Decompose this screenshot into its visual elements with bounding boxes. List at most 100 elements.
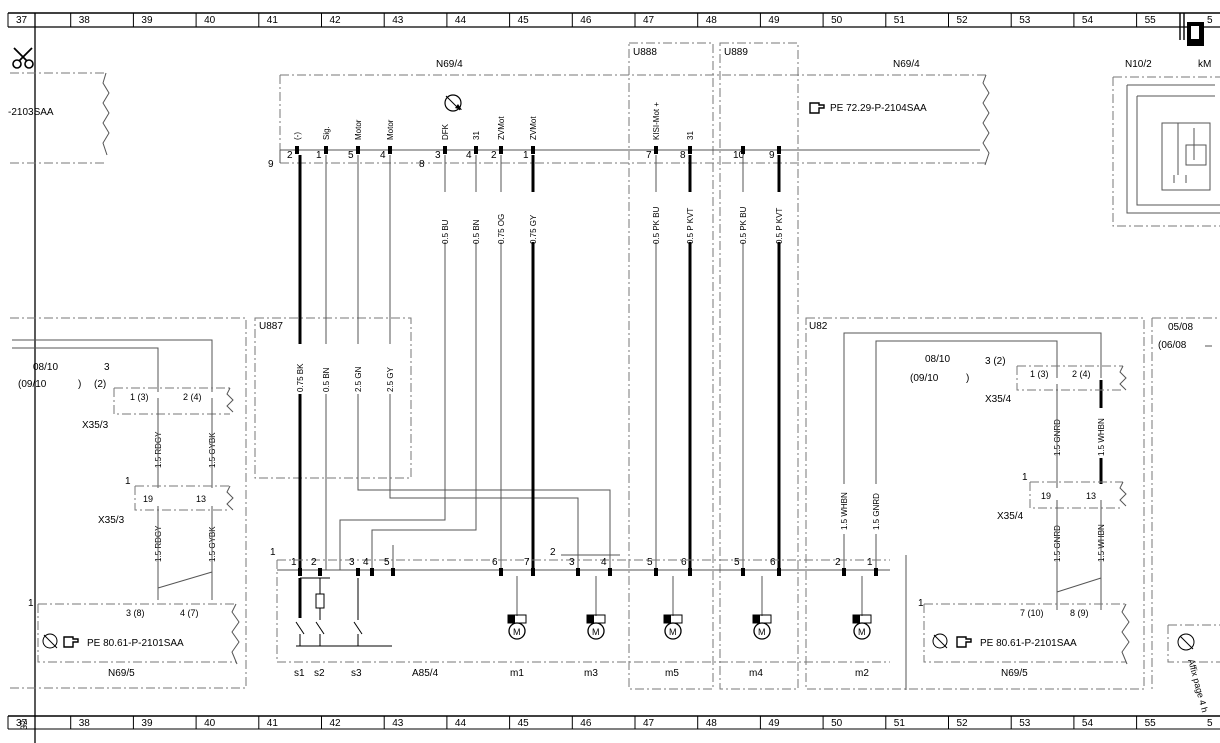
top-pins: 2(-)1Sig.5Motor4Motor3DFK4312ZVMot1ZVMot…	[287, 102, 781, 161]
component-label: s1	[294, 668, 305, 679]
ref-08-10-right: 08/10	[925, 354, 950, 365]
motor-icon: M	[507, 576, 527, 640]
bottom-pin-number: 2	[311, 557, 317, 568]
column-label-bottom: 41	[267, 718, 279, 729]
wire-label-bg	[526, 192, 540, 242]
column-label-bottom: 40	[204, 718, 216, 729]
bottom-pin-number: 5	[734, 557, 740, 568]
bottom-pin-marker	[298, 568, 302, 576]
x35-4-pin-b: 2 (4)	[1072, 369, 1091, 379]
module-frames	[10, 42, 1220, 690]
motor-glyph: M	[858, 627, 866, 637]
bottom-pin-number: 5	[647, 557, 653, 568]
wire-label-bg	[1094, 408, 1108, 458]
column-label-top: 51	[894, 15, 906, 26]
top-pin-number: 3	[435, 150, 441, 161]
column-label-top: 42	[330, 15, 342, 26]
top-pin-marker	[499, 146, 503, 154]
top-pin-label: DFK	[441, 123, 450, 140]
top-connector	[279, 149, 980, 163]
component-label: m3	[584, 668, 598, 679]
bottom-pin-number: 6	[492, 557, 498, 568]
sensor-icon	[444, 94, 462, 112]
n69-5-left-num: 1	[28, 598, 34, 609]
left-num-3: 3	[104, 362, 110, 373]
module-u888: U888	[633, 47, 657, 58]
column-label-top: 48	[706, 15, 718, 26]
bottom-pin-marker	[391, 568, 395, 576]
component-label: s2	[314, 668, 325, 679]
column-label-top: 43	[392, 15, 404, 26]
column-label-top: 37	[16, 15, 28, 26]
ref-06-08: (06/08	[1158, 340, 1187, 351]
top-pin-number: 7	[646, 150, 652, 161]
column-label-top: 52	[957, 15, 969, 26]
left-num-2: (2)	[94, 379, 106, 390]
x35-4b-num: 1	[1022, 472, 1028, 483]
wire-label-bg	[351, 344, 365, 394]
bottom-pin-number: 6	[770, 557, 776, 568]
wire-label-u82: 1.5 GNRD	[872, 493, 881, 530]
bottom-end-mid: 2	[550, 547, 556, 558]
top-pin-marker	[474, 146, 478, 154]
top-pin-label: 31	[472, 131, 481, 140]
wire-label-bg	[438, 192, 452, 242]
column-label-top: 39	[141, 15, 153, 26]
column-label-bottom: 46	[580, 718, 592, 729]
column-label-top: 46	[580, 15, 592, 26]
wire-label-top: 0.5 BU	[441, 219, 450, 244]
right-block-lines	[923, 345, 1220, 665]
bottom-pin-marker	[318, 568, 322, 576]
module-u82: U82	[809, 321, 828, 332]
wire-label-bg	[736, 192, 750, 242]
heavy-wires	[298, 155, 1103, 570]
wire-label-bg	[319, 344, 333, 394]
component-label: A85/4	[412, 668, 439, 679]
top-pin-marker	[295, 146, 299, 154]
column-label-top: 53	[1019, 15, 1031, 26]
bottom-pin-marker	[688, 568, 692, 576]
column-label-bottom: 50	[831, 718, 843, 729]
bottom-pin-number: 2	[835, 557, 841, 568]
n10-2-interior	[1126, 84, 1220, 214]
module-x35-4-a: X35/4	[985, 394, 1012, 405]
wire-label-bg	[869, 484, 883, 534]
top-pin-number: 2	[491, 150, 497, 161]
motor-glyph: M	[592, 627, 600, 637]
column-label-bottom: 54	[1082, 718, 1094, 729]
top-pin-marker	[741, 146, 745, 154]
left-block-lines	[12, 339, 240, 665]
n69-5-left-pin-b: 4 (7)	[180, 608, 199, 618]
top-pin-marker	[356, 146, 360, 154]
motor-icon: M	[752, 576, 772, 640]
side-mark: 32	[19, 720, 29, 730]
top-pin-number: 1	[523, 150, 529, 161]
top-pin-number: 8	[680, 150, 686, 161]
bottom-pin-number: 3	[569, 557, 575, 568]
ref-pe80-left: PE 80.61-P-2101SAA	[87, 638, 184, 649]
module-u887: U887	[259, 321, 283, 332]
column-label-bottom: 37	[16, 718, 28, 729]
bottom-pin-marker	[370, 568, 374, 576]
module-x35-3-b: X35/3	[98, 515, 125, 526]
ref-pe72: PE 72.29-P-2104SAA	[830, 103, 927, 114]
module-x35-3-a: X35/3	[82, 420, 109, 431]
column-edge-bottom: 5	[1207, 718, 1213, 729]
motor-icon: M	[663, 576, 683, 640]
top-pin-label: Sig.	[322, 126, 331, 140]
top-pin-label: Motor	[386, 119, 395, 140]
column-label-bottom: 42	[330, 718, 342, 729]
bottom-pin-number: 4	[363, 557, 369, 568]
bottom-pin-number: 1	[291, 557, 297, 568]
column-label-bottom: 55	[1145, 718, 1157, 729]
bottom-pin-number: 7	[524, 557, 530, 568]
column-label-bottom: 52	[957, 718, 969, 729]
wire-label-top: 0.75 OG	[497, 214, 506, 244]
column-label-bottom: 45	[518, 718, 530, 729]
bottom-pin-number: 1	[867, 557, 873, 568]
column-label-bottom: 38	[79, 718, 91, 729]
